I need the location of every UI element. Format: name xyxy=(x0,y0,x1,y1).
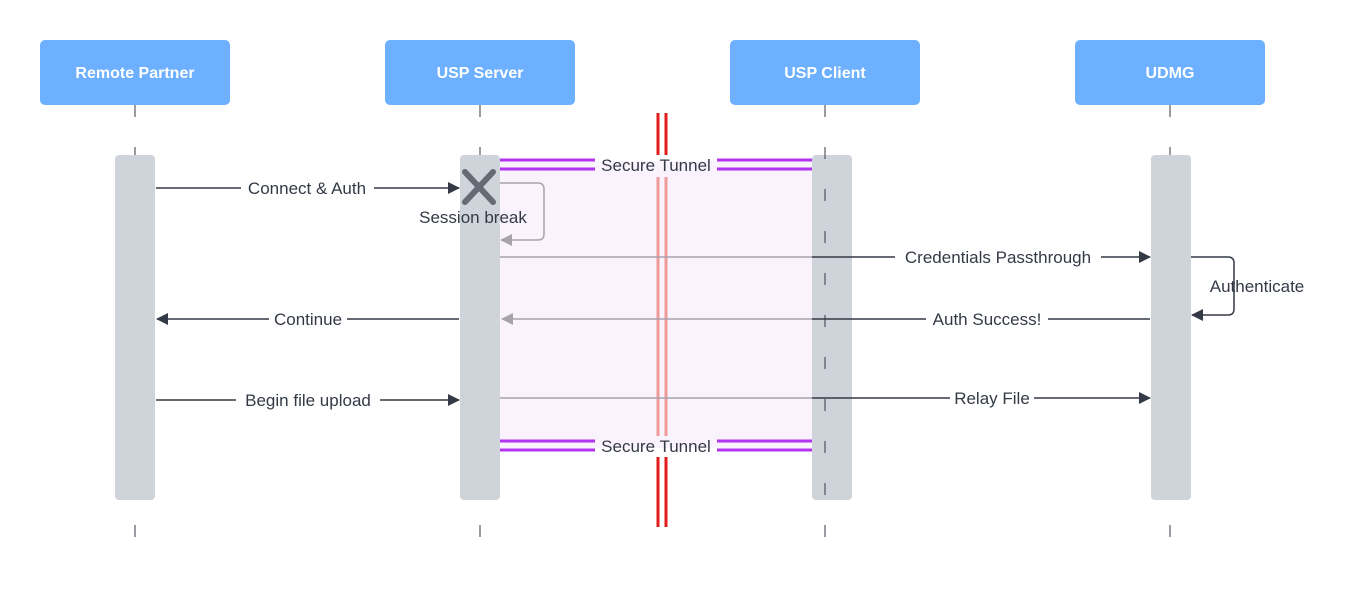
actor-usp-server: USP Server xyxy=(385,40,575,105)
secure-tunnel-bottom-label: Secure Tunnel xyxy=(601,437,711,456)
message-continue: Continue xyxy=(156,309,459,329)
secure-tunnel-region xyxy=(500,161,812,448)
activation-usp-server xyxy=(460,155,500,500)
message-begin-file-upload: Begin file upload xyxy=(156,390,460,410)
message-label-begin-upload: Begin file upload xyxy=(245,391,371,410)
actor-label-udmg: UDMG xyxy=(1146,65,1195,82)
message-label-relay-file: Relay File xyxy=(954,389,1030,408)
actor-label-usp-client: USP Client xyxy=(784,65,866,82)
actor-label-remote-partner: Remote Partner xyxy=(75,65,194,82)
actor-udmg: UDMG xyxy=(1075,40,1265,105)
actor-label-usp-server: USP Server xyxy=(437,65,524,82)
message-connect-auth: Connect & Auth xyxy=(156,178,460,198)
message-label-authenticate: Authenticate xyxy=(1210,277,1305,296)
close-icon xyxy=(462,169,496,205)
message-label-session-break: Session break xyxy=(419,208,527,227)
message-label-auth-success: Auth Success! xyxy=(933,310,1042,329)
message-credentials-passthrough: Credentials Passthrough xyxy=(500,247,1151,267)
activation-remote-partner xyxy=(115,155,155,500)
actor-usp-client: USP Client xyxy=(730,40,920,105)
message-label-credentials: Credentials Passthrough xyxy=(905,248,1091,267)
red-barrier xyxy=(656,113,668,527)
secure-tunnel-top-label: Secure Tunnel xyxy=(601,156,711,175)
message-label-connect-auth: Connect & Auth xyxy=(248,179,366,198)
message-authenticate: Authenticate xyxy=(1191,256,1305,321)
secure-tunnel-top: Secure Tunnel xyxy=(500,156,812,175)
message-session-break: Session break xyxy=(419,182,545,246)
message-relay-file: Relay File xyxy=(500,388,1151,408)
secure-tunnel-bottom: Secure Tunnel xyxy=(500,437,812,456)
message-auth-success: Auth Success! xyxy=(501,309,1150,329)
activation-usp-client xyxy=(812,155,852,500)
actor-remote-partner: Remote Partner xyxy=(40,40,230,105)
activation-udmg xyxy=(1151,155,1191,500)
message-label-continue: Continue xyxy=(274,310,342,329)
